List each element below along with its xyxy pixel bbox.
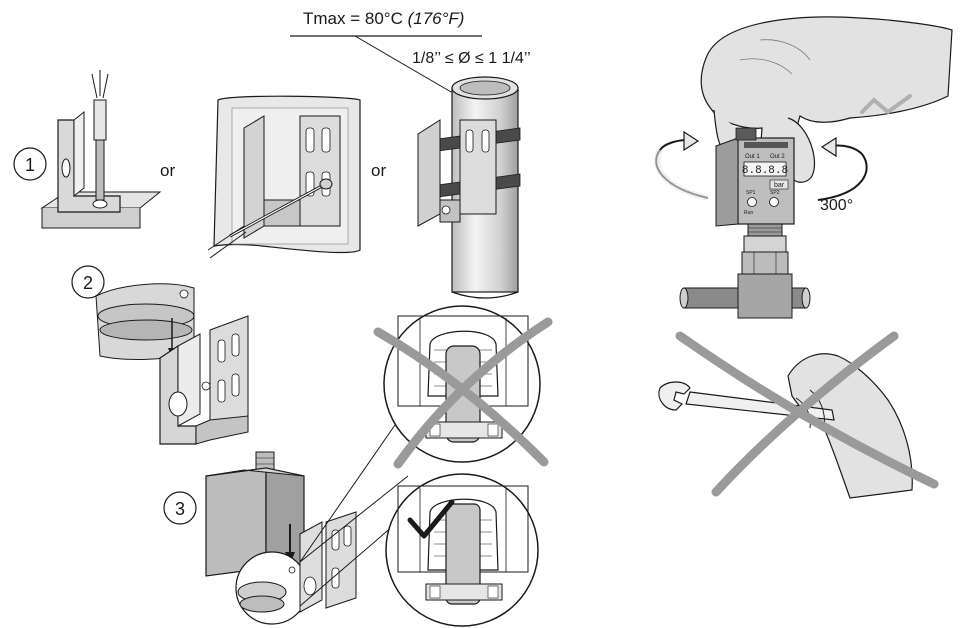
step3-badge: 3 xyxy=(163,491,197,525)
rotation-arrow-left-icon xyxy=(654,130,709,201)
sp1-label: SP1 xyxy=(746,190,756,196)
check-mark-correct xyxy=(407,499,455,539)
screw-mount-illustration xyxy=(40,70,162,229)
pressure-sensor-device: Out 1 Out 2 8.8.8.8 bar SP1 SP2 Run xyxy=(679,127,811,319)
tmax-alt: (176°F) xyxy=(408,9,465,28)
out2-label: Out 2 xyxy=(770,154,785,160)
tmax-main: Tmax = 80°C xyxy=(303,9,403,28)
sensor-on-bracket-illustration xyxy=(205,411,409,625)
unit-label: bar xyxy=(774,182,785,189)
rotation-angle-label: 300° xyxy=(820,197,853,214)
display-readout: 8.8.8.8 xyxy=(742,165,788,177)
pipe-mount-illustration xyxy=(417,76,521,299)
svg-text:3: 3 xyxy=(175,499,185,519)
out1-label: Out 1 xyxy=(745,154,760,160)
step2-badge: 2 xyxy=(71,265,105,299)
bracket-slide-illustration xyxy=(95,283,249,445)
or-label-1: or xyxy=(160,161,175,180)
hand-rotating-illustration xyxy=(700,16,953,183)
or-label-2: or xyxy=(371,161,386,180)
svg-text:Tmax = 80°C (176°F): Tmax = 80°C (176°F) xyxy=(303,9,464,28)
sp2-label: SP2 xyxy=(770,190,780,196)
wrench-icon xyxy=(658,381,691,411)
sp1-knob-icon xyxy=(747,197,757,207)
rotation-arrow-right-icon xyxy=(817,136,868,201)
run-label: Run xyxy=(744,210,753,216)
wall-mount-illustration xyxy=(207,95,361,259)
step1-badge: 1 xyxy=(13,147,47,181)
detail-correct-fit xyxy=(385,473,539,627)
cross-mark-incorrect xyxy=(373,317,553,469)
cross-mark-wrench xyxy=(675,331,939,497)
svg-text:2: 2 xyxy=(83,273,93,293)
diameter-range-label: 1/8’’ ≤ Ø ≤ 1 1/4’’ xyxy=(412,50,531,67)
temperature-label: Tmax = 80°C (176°F) xyxy=(290,9,482,104)
svg-text:1: 1 xyxy=(25,155,35,175)
sp2-knob-icon xyxy=(769,197,779,207)
